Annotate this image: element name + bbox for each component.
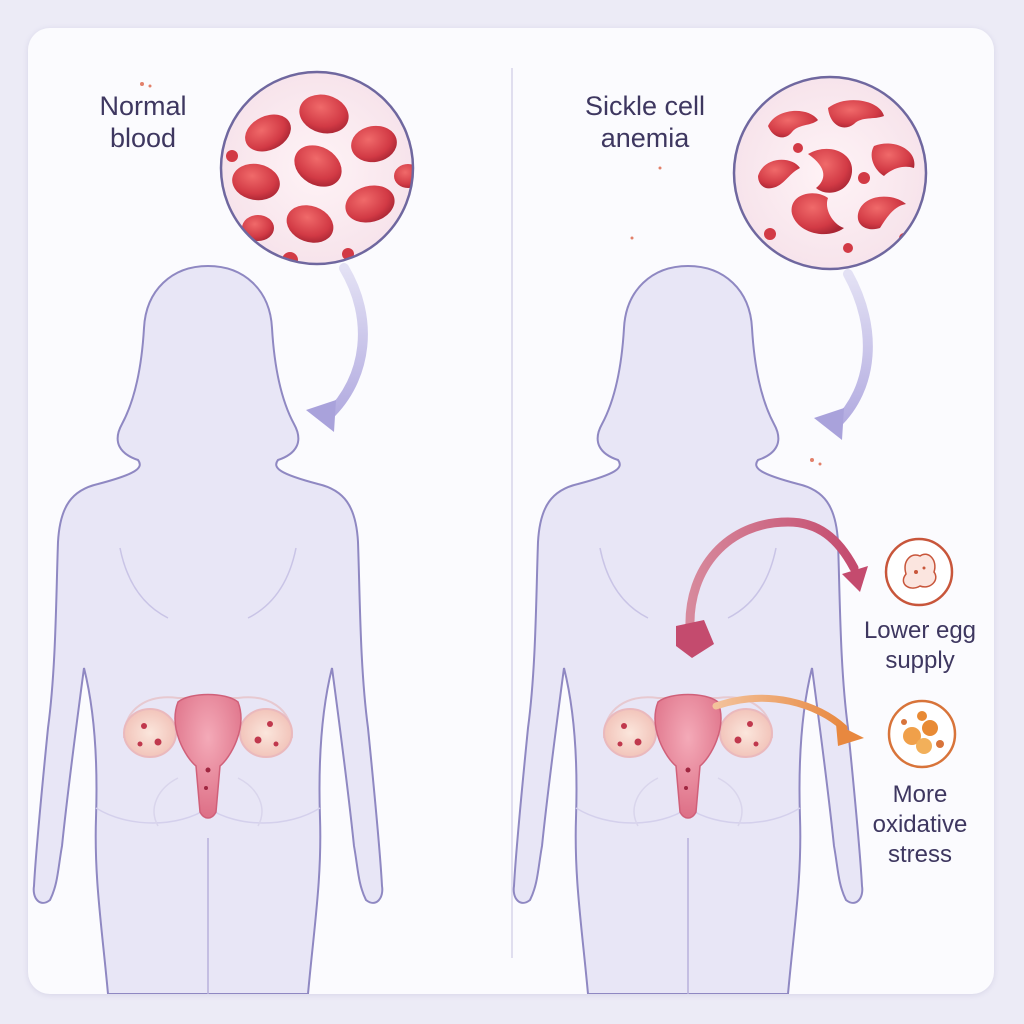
diagram-figure [32,68,957,994]
egg-supply-label-line2: supply [885,647,955,674]
diagram-card: Normal blood Sickle cell anemia Lower eg… [28,28,994,994]
sickle-cell-label: Sickle cell anemia [560,90,730,154]
sickle-cell-label-line1: Sickle cell [584,91,706,121]
sickle-blood-sample [732,75,928,271]
oxidative-stress-label-line1: More [892,781,948,808]
normal-blood-sample [219,70,415,266]
normal-blood-label-line2: blood [109,123,177,153]
oxidative-stress-label-line2: oxidative [872,811,968,838]
blood-flow-arrow-right [814,269,873,440]
normal-blood-label: Normal blood [78,90,208,154]
egg-supply-label-line1: Lower egg [863,617,977,644]
oxidative-stress-icon [887,699,957,769]
oxidative-stress-label-line3: stress [887,841,952,868]
normal-blood-label-line1: Normal [99,91,187,121]
blood-flow-arrow-left [306,263,368,432]
sickle-cell-label-line2: anemia [600,123,690,153]
egg-supply-label: Lower egg supply [846,616,994,676]
egg-supply-arrow [676,517,868,658]
egg-icon [884,537,954,607]
oxidative-stress-arrow [712,694,864,746]
oxidative-stress-label: More oxidative stress [846,780,994,870]
